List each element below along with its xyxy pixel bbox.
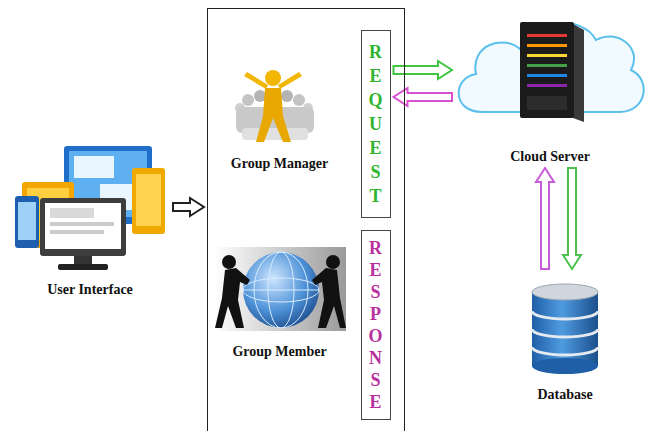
manager-figure-part <box>244 72 268 89</box>
database-icon-part <box>532 292 598 366</box>
block-arrow <box>536 168 554 269</box>
manager-figure <box>235 70 314 142</box>
vertical-label: REQUEST <box>367 40 385 208</box>
node-label: Cloud Server <box>508 148 592 165</box>
manager-figure-part <box>242 94 254 106</box>
device-group: User Interface <box>10 140 170 298</box>
response-band: RESPONSE <box>361 230 391 420</box>
devices-icon-part <box>58 264 108 270</box>
manager-figure-part <box>278 72 302 89</box>
member-figure-part <box>312 268 346 328</box>
devices-icon-part <box>132 168 165 234</box>
member-figure-part <box>326 255 340 269</box>
block-arrow <box>394 61 453 79</box>
devices-icon-part <box>45 203 121 249</box>
member-figure <box>214 247 346 331</box>
cloud-server-icon <box>459 22 644 122</box>
node-label: Group Manager <box>229 155 330 172</box>
database-icon-part <box>532 311 598 319</box>
devices-icon-part <box>50 230 104 234</box>
cloud-server-icon-part <box>527 84 567 87</box>
cloud-node: Cloud Server <box>455 5 645 165</box>
manager-node: Group Manager <box>215 60 345 172</box>
devices-icon-part <box>18 202 36 240</box>
devices-icon-part <box>74 156 114 178</box>
devices-icon-part <box>74 256 92 264</box>
devices-icon-part <box>40 198 126 256</box>
node-label: User Interface <box>45 281 135 298</box>
member-node: Group Member <box>212 245 348 360</box>
member-figure-part <box>243 278 319 302</box>
block-arrow <box>173 198 204 216</box>
manager-figure-part <box>256 88 291 142</box>
cloud-server-icon-part <box>527 34 567 37</box>
node-label: Group Member <box>230 343 328 360</box>
member-figure-part <box>215 268 250 328</box>
devices-icon <box>15 146 165 270</box>
manager-figure-part <box>293 94 305 106</box>
request-band: REQUEST <box>361 30 391 218</box>
block-arrow <box>394 88 453 106</box>
member-figure-part <box>243 252 319 328</box>
database-icon-part <box>532 284 598 300</box>
database-icon <box>532 284 598 374</box>
cloud-server-icon-part <box>520 22 574 118</box>
block-arrow <box>563 168 581 269</box>
database-icon-part <box>532 358 598 374</box>
cloud-server-icon-part <box>527 74 567 77</box>
member-figure-part <box>222 255 236 269</box>
devices-icon-part <box>15 196 39 248</box>
member-figure-part <box>243 290 319 291</box>
database-icon-part <box>532 347 598 355</box>
cloud-server-icon-part <box>527 64 567 67</box>
devices-icon-part <box>50 222 114 226</box>
node-label: Database <box>535 386 594 403</box>
devices-icon-part <box>136 174 161 226</box>
cloud-server-icon-part <box>573 24 584 122</box>
devices-icon-part <box>50 208 94 218</box>
member-figure-part <box>214 247 346 331</box>
manager-figure-part <box>281 90 293 102</box>
database-node: Database <box>515 272 615 403</box>
manager-figure-part <box>265 70 281 86</box>
cloud-server-icon-part <box>527 96 567 110</box>
cloud-server-icon-part <box>527 54 567 57</box>
group-frame: Group ManagerGroup Member REQUEST RESPONSE <box>207 8 405 431</box>
manager-figure-part <box>242 128 308 140</box>
cloud-server-icon-part <box>527 44 567 47</box>
vertical-label: RESPONSE <box>367 237 385 413</box>
database-icon-part <box>532 329 598 337</box>
